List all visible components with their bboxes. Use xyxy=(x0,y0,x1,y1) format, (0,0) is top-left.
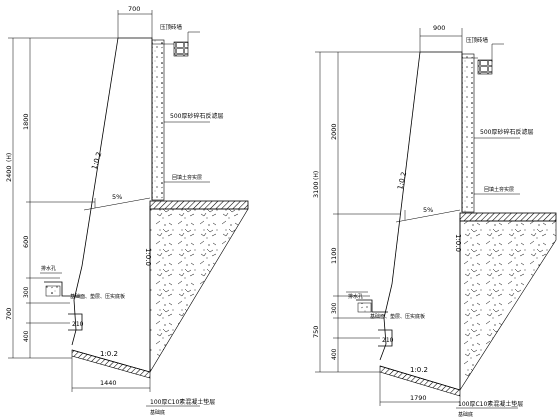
left-base-width: 1440 xyxy=(100,379,117,387)
right-slope-fill: 1:0.0 xyxy=(454,234,462,252)
right-label-drain: 排水孔 xyxy=(348,293,363,300)
right-dim-210: 210 xyxy=(382,337,394,344)
left-h4: 700 xyxy=(5,308,13,320)
left-label-fill: 500厚砂碎石反滤层 xyxy=(170,112,223,120)
right-slope-wall: 1:0.2 xyxy=(396,171,408,190)
right-pct: 5% xyxy=(423,206,433,214)
left-slope-base: 1:0.2 xyxy=(100,350,118,358)
left-h1: 1800 xyxy=(22,113,30,130)
right-base xyxy=(379,365,461,406)
left-label-foundation: 基础底 xyxy=(150,409,165,416)
left-slope-wall: 1:0.2 xyxy=(90,151,103,171)
left-vertical-dimensions: 2400 (H) 1800 600 300 700 400 xyxy=(5,37,118,359)
left-drain-block xyxy=(45,285,61,297)
right-cap-brick xyxy=(477,59,493,75)
right-h1: 2000 xyxy=(330,123,338,140)
right-label-concrete: 100厚C10素混凝土垫层 xyxy=(458,400,523,408)
right-backfill-soil xyxy=(459,220,557,392)
right-top-width: 900 xyxy=(433,24,445,32)
left-pct: 5% xyxy=(112,193,122,201)
left-h3: 300 xyxy=(23,286,30,298)
left-h2: 600 xyxy=(22,236,30,248)
right-section: 900 3100 (H) 2000 1100 300 750 400 xyxy=(312,24,557,418)
left-wall xyxy=(71,37,153,372)
right-label-soil: 回填土夯实层 xyxy=(484,186,514,193)
left-h5: 400 xyxy=(23,330,30,342)
left-dim-210: 210 xyxy=(72,321,84,328)
right-label-cap: 压顶砖墙 xyxy=(466,36,489,44)
right-h4: 750 xyxy=(312,326,320,338)
right-vertical-dimensions: 3100 (H) 2000 1100 300 750 400 xyxy=(312,51,420,373)
left-section: 700 2400 (H) 1800 600 300 700 400 xyxy=(5,5,249,416)
left-label-concrete: 100厚C10素混凝土垫层 xyxy=(150,398,215,406)
right-ground-slab xyxy=(459,212,557,222)
right-h2: 1100 xyxy=(330,247,338,264)
right-label-fill: 500厚砂碎石反滤层 xyxy=(480,128,533,136)
left-h-total-sub: (H) xyxy=(6,153,13,162)
left-top-width: 700 xyxy=(128,5,140,13)
right-label-foundation: 基础底 xyxy=(458,411,473,418)
right-h3: 300 xyxy=(331,302,338,314)
left-ground-slab xyxy=(149,200,249,210)
left-label-soil: 回填土夯实层 xyxy=(172,174,202,181)
left-backfill-soil xyxy=(149,208,249,374)
right-drain-block xyxy=(357,302,372,313)
left-label-drain: 排水孔 xyxy=(41,265,56,272)
left-h-total: 2400 xyxy=(5,165,13,182)
left-label-cap: 压顶砖墙 xyxy=(160,23,183,31)
right-base-width: 1790 xyxy=(410,394,427,402)
left-slope-fill: 1:0.0 xyxy=(144,248,152,266)
left-label-base: 基础面、垫层、压实底板 xyxy=(70,293,125,300)
right-h-total-sub: (H) xyxy=(313,171,320,180)
right-label-base: 基础面、垫层、压实底板 xyxy=(370,313,425,320)
right-filter-layer xyxy=(461,53,475,213)
right-h5: 400 xyxy=(331,348,338,360)
right-h-total: 3100 xyxy=(312,181,320,198)
left-base xyxy=(71,349,151,392)
left-cap-brick xyxy=(173,41,189,57)
left-filter-layer xyxy=(151,39,165,201)
right-slope-base: 1:0.2 xyxy=(410,366,428,374)
